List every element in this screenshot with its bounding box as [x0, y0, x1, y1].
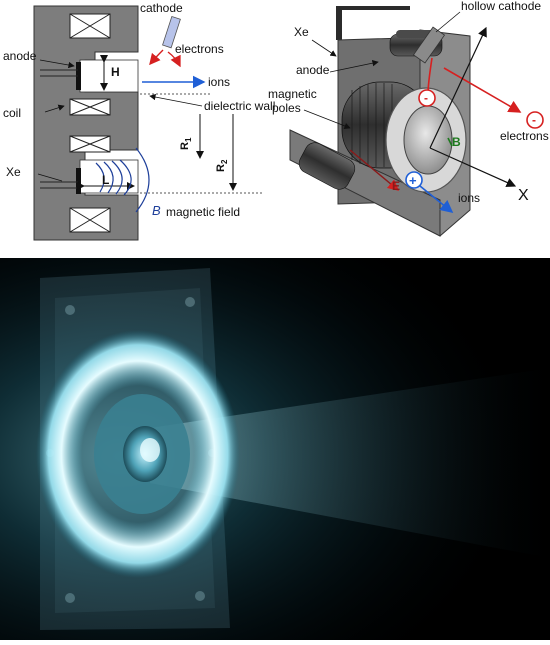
e-field-arrow — [349, 149, 400, 191]
electron-marker-outer — [526, 111, 544, 129]
hall-thruster-diagrams: cathode electrons anode H ions dielectri… — [3, 0, 549, 241]
magnetic-poles-label-2: poles — [272, 101, 301, 115]
gas-feed-lines — [40, 69, 78, 189]
magnetic-field-lines — [95, 147, 150, 213]
b-label-right: B — [452, 135, 461, 149]
x-axis — [429, 147, 517, 187]
ions-label-left: ions — [208, 75, 230, 89]
magnetic-poles-label-1: magnetic — [268, 87, 317, 101]
cross-section-diagram: cathode electrons anode H ions dielectri… — [3, 1, 275, 241]
b-label-left: B — [152, 203, 161, 218]
r2-label: R2 — [215, 159, 229, 172]
ion-emission-arrow — [419, 185, 454, 214]
radial-axis — [429, 26, 487, 149]
plasma-beam — [150, 368, 550, 558]
ion-sign: + — [409, 173, 417, 188]
electron-sign-outer: - — [532, 113, 536, 127]
thruster-firing-photo — [0, 258, 550, 640]
callout-lines-right — [303, 11, 461, 129]
hollow-cathode-label: hollow cathode — [461, 0, 541, 13]
r1-label: R1 — [179, 137, 193, 150]
plasma-plume-image — [0, 258, 550, 640]
electron-marker — [418, 89, 436, 107]
ions-label-right: ions — [458, 191, 480, 205]
electron-sign: - — [424, 91, 428, 105]
anode-label-right: anode — [296, 63, 330, 77]
hollow-cathode-tube — [412, 26, 446, 64]
thruster-body-section — [33, 5, 139, 241]
e-label: E — [392, 179, 400, 193]
callout-lines — [37, 59, 203, 182]
coil-symbols — [69, 13, 111, 233]
outer-coils-left — [298, 142, 356, 190]
cathode-tube — [162, 15, 181, 49]
electron-arrow-left — [149, 49, 164, 66]
dielectric-wall-label: dielectric wall — [204, 99, 275, 113]
l-label: L — [102, 173, 109, 187]
upper-channel — [79, 59, 139, 93]
electron-arrow-right — [167, 51, 181, 68]
x-axis-label: X — [518, 187, 529, 204]
thruster-3d-diagram: - - + hollow cathode Xe anode magnetic p… — [268, 0, 549, 237]
h-label: H — [111, 65, 120, 79]
electrons-label-right: electrons — [500, 129, 549, 143]
cathode-label: cathode — [140, 1, 183, 15]
anode-label-left: anode — [3, 49, 37, 63]
electron-emission-arrow — [443, 67, 522, 113]
b-field-mark — [447, 137, 453, 147]
ion-marker — [405, 171, 423, 189]
magnetic-field-label: magnetic field — [166, 205, 240, 219]
diagram-panel: cathode electrons anode H ions dielectri… — [0, 0, 550, 258]
anode-lower — [76, 168, 81, 194]
electrons-label-left: electrons — [175, 42, 224, 56]
support-rods — [336, 6, 410, 40]
coil-label: coil — [3, 106, 21, 120]
xe-label-left: Xe — [6, 165, 21, 179]
anode-upper — [76, 62, 81, 90]
core-highlight — [140, 438, 160, 462]
xe-label-right: Xe — [294, 25, 309, 39]
